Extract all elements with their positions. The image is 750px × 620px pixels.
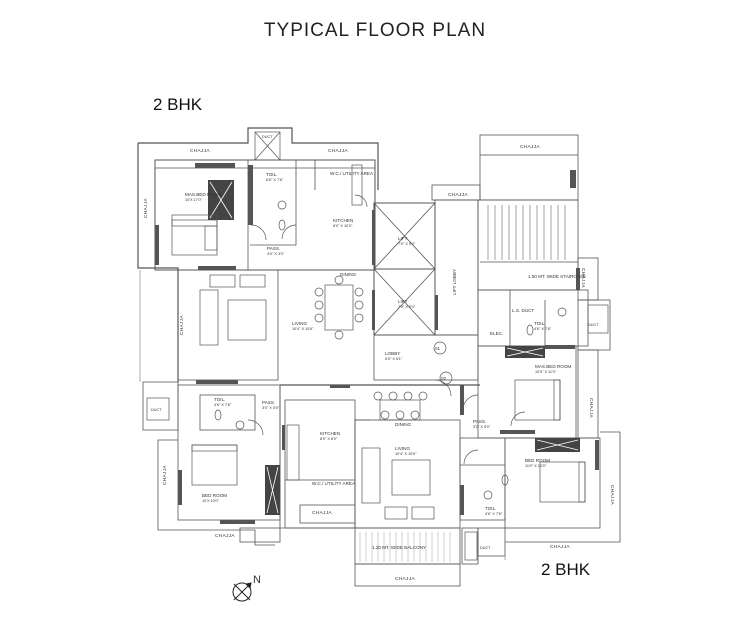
room-name-7: LIFT [398,236,408,241]
room-name-1: TOIL. [266,172,277,177]
room-name-26: 1.20 MT. WIDE BALCONY [372,545,426,550]
room-dimension-17: 10'X 10'0" [202,499,220,503]
room-name-9: LIFT LOBBY [452,269,457,295]
chajja-labels: CHAJJA CHAJJA CHAJJA CHAJJA CHAJJA CHAJJ… [143,135,615,582]
north-arrow [232,582,252,602]
room-dimension-10: 6'0" X 6'1" [385,357,403,361]
room-dimension-4: 4'0" X 3'0" [267,252,285,256]
room-dimension-23: 4'6" X 7'6" [485,512,503,516]
room-dimension-8: 7'0" X 5'0" [398,305,416,309]
room-name-15: MAS.BED ROOM [535,364,571,369]
room-dimension-3: 8'0" X 10'0" [333,224,353,228]
room-name-6: LIVING [292,321,307,326]
room-name-8: LIFT [398,299,408,304]
room-dimension-16: 3'0" X 5'0" [473,425,491,429]
room-name-17: BED ROOM [202,493,227,498]
chajja-label: CHAJJA [179,315,185,335]
room-dimension-25: 11'0" X 10'0" [525,464,547,468]
room-dimension-19: 10'4" X 10'6" [395,452,417,456]
chajja-label: CHAJJA [162,465,168,485]
wardrobe-hatch [209,181,579,514]
room-name-11: 1.50 MT. WIDE STAIRCASE [528,274,586,279]
room-name-5: DINING [340,272,357,277]
chajja-lines [139,270,601,560]
room-dimension-15: 10'0" X 11'0" [535,370,557,374]
flat-number-02: 02 [441,376,447,381]
chajja-label: CHAJJA [520,144,540,150]
room-name-19: LIVING [395,446,410,451]
room-dimension-18: 4'6" X 7'6" [214,403,232,407]
duct-label: DUCT [151,408,162,412]
room-name-10: LOBBY [385,351,400,356]
room-dimension-6: 10'4" X 10'6" [292,327,314,331]
room-name-0: MAS.BED ROOM [185,192,221,197]
chajja-label: CHAJJA [395,576,415,582]
chajja-label: CHAJJA [190,148,210,154]
plan-title: TYPICAL FLOOR PLAN [263,20,487,41]
chajja-label: CHAJJA [609,485,615,505]
chajja-label: CHAJJA [580,268,586,288]
room-name-18: TOIL. [214,397,225,402]
chajja-label: CHAJJA [312,510,332,516]
bottom-centre-flat-walls [279,385,461,587]
chajja-label: CHAJJA [328,148,348,154]
lobby-walls [280,334,480,386]
room-dimension-1: 6'6" X 7'6" [266,178,284,182]
room-name-13: TOIL. [534,321,545,326]
room-dimension-7: 7'0" X 5'0" [398,242,416,246]
thick-wall-segments [155,163,599,524]
room-name-23: TOIL. [485,506,496,511]
room-dimension-21: 8'0" X 8'0" [320,437,338,441]
room-name-12: L.S. DUCT [512,308,534,313]
room-dimension-0: 10'X 17'0" [185,198,203,202]
unit-label-top-left: 2 BHK [153,95,203,114]
room-dimension-24: 3'0" X 5'0" [262,406,280,410]
duct-label: DUCT [262,135,273,139]
chajja-label: CHAJJA [550,544,570,550]
duct-label: DUCT [480,546,491,550]
room-name-20: DINING [395,422,412,427]
room-dimension-13: 4'6" X 7'6" [534,327,552,331]
room-name-22: W.C./ UTILITY AREA [312,481,356,486]
chajja-label: CHAJJA [143,198,149,218]
room-name-2: W.C./ UTILITY AREA [330,171,374,176]
room-name-21: KITCHEN [320,431,340,436]
room-name-3: KITCHEN [333,218,353,223]
unit-label-bottom-right: 2 BHK [541,560,591,579]
chajja-label: CHAJJA [448,192,468,198]
bottom-left-flat-walls [142,381,281,546]
duct-label: DUCT [588,323,599,327]
chajja-label: CHAJJA [215,533,235,539]
north-label: N [253,574,261,586]
room-name-25: BED ROOM [525,458,550,463]
chajja-label: CHAJJA [588,398,594,418]
room-name-24: PASS. [262,400,275,405]
room-name-4: PASS. [267,246,280,251]
flat-number-01: 01 [435,346,441,351]
room-name-16: PASS. [473,419,486,424]
room-name-14: ELEC. [490,331,503,336]
furniture [146,131,609,561]
